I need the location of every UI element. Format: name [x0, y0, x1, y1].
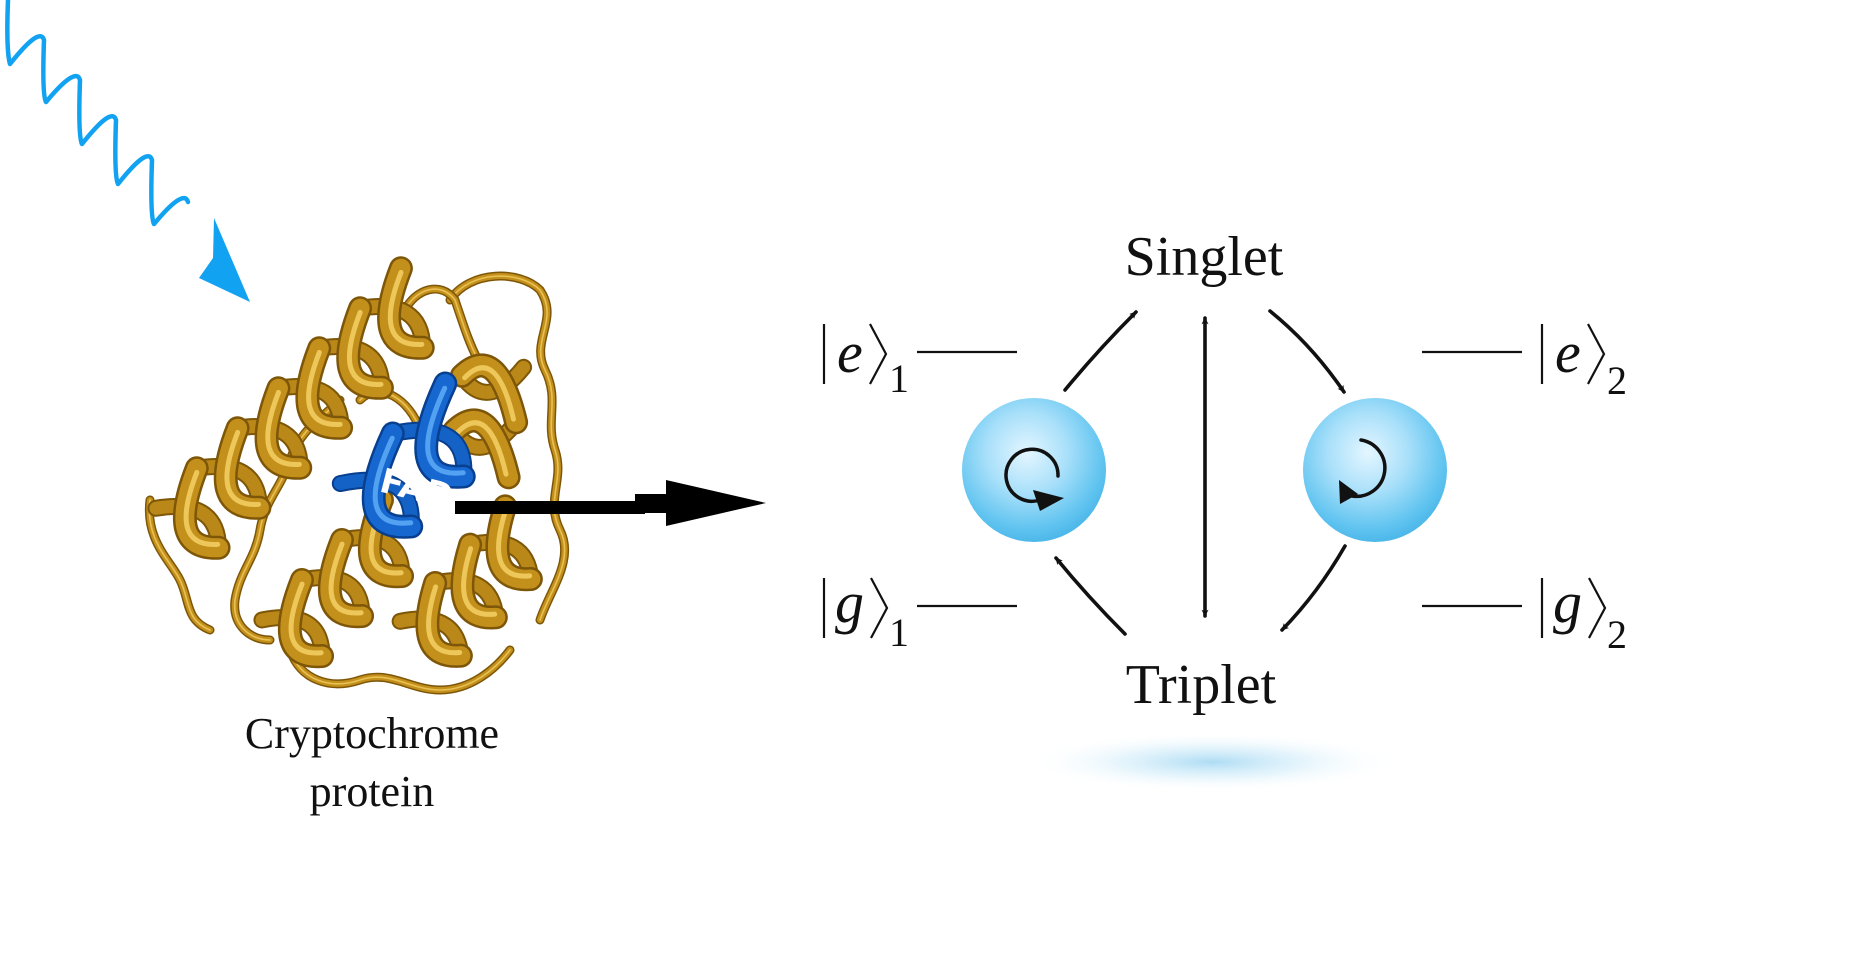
helix-upper-right [442, 353, 533, 490]
fad-helix [331, 371, 476, 539]
helix-highlight [496, 507, 533, 579]
right-arrow-icon [455, 480, 766, 526]
photon-arrowhead [199, 218, 250, 302]
helix-highlight [387, 269, 425, 347]
helix-highlight [462, 365, 517, 422]
loop-tube-highlight [404, 288, 479, 361]
singlet-label: Singlet [1125, 226, 1284, 288]
sphere [1303, 398, 1447, 542]
protein-caption-line1: Cryptochrome [245, 709, 499, 758]
protein-caption-line2: protein [310, 767, 435, 816]
ket-angle [869, 323, 888, 385]
protein-helices [147, 256, 543, 669]
loop-tube-highlight [148, 499, 211, 631]
arrow-triplet-to-left [1054, 556, 1127, 636]
helix-highlight [372, 435, 414, 526]
arrow-singlet-to-right [1268, 309, 1346, 394]
ket-angle [1587, 323, 1606, 385]
helix-highlight [346, 309, 384, 387]
fad-helix-ribbon [331, 371, 476, 539]
spin-counterclockwise-icon [1004, 447, 1064, 511]
sphere [962, 398, 1106, 542]
arrow-shaft [455, 501, 645, 514]
ket-subscript: 2 [1607, 612, 1627, 657]
transition-arrows [1054, 309, 1347, 636]
right-radical-sphere [1303, 398, 1447, 542]
ket-subscript: 2 [1607, 358, 1627, 403]
spin-arc [1004, 447, 1060, 504]
shadow-glow [1027, 732, 1397, 792]
triplet-label: Triplet [1126, 654, 1277, 716]
loop-tube-highlight [233, 399, 341, 641]
helix-lower-middle-frame [253, 487, 415, 669]
helix-highlight [454, 420, 509, 477]
ket-symbol: e [1555, 320, 1581, 385]
ket-symbol: g [1553, 570, 1582, 635]
ket-subscript: 1 [889, 610, 909, 655]
spin-arrowhead [1033, 490, 1064, 511]
arrow-left-to-singlet [1063, 310, 1138, 392]
protein-loops [144, 271, 570, 695]
ket-symbol: g [835, 570, 864, 635]
helix-highlight [426, 584, 463, 656]
helix-highlight [328, 541, 364, 616]
helix-upper-right-frame [442, 353, 533, 490]
helix-highlight [288, 581, 324, 656]
ket-subscript: 1 [889, 356, 909, 401]
photon-wave-arrow-icon [5, 0, 250, 302]
protein-ribbon-icon: FAD [144, 256, 570, 695]
helix-long-left-frame [147, 256, 435, 560]
helix-highlight [461, 546, 498, 617]
spin-arrowhead [1339, 480, 1358, 504]
helix-highlight [306, 349, 343, 427]
helix-highlight [183, 469, 221, 547]
right-level-g: g 2 [1422, 570, 1627, 657]
spin-clockwise-icon [1339, 438, 1387, 504]
left-level-g: g 1 [822, 570, 1017, 655]
helix-lower-right [391, 494, 543, 668]
right-level-e: e 2 [1422, 320, 1627, 403]
photon-wave [5, 0, 191, 227]
loop-tube-highlight [289, 649, 511, 691]
ket-angle [870, 577, 889, 639]
ket-symbol: e [837, 320, 863, 385]
arrow-head [666, 480, 766, 526]
arrow-right-to-triplet [1280, 544, 1347, 632]
loop-tube-highlight [449, 275, 566, 621]
spin-arc [1350, 438, 1387, 499]
fad-helix-ribbon-frame [331, 371, 476, 539]
helix-long-left [147, 256, 435, 560]
left-level-e: e 1 [822, 320, 1017, 401]
helix-lower-right-frame [391, 494, 543, 668]
helix-highlight [224, 429, 262, 507]
helix-highlight [265, 389, 302, 467]
left-radical-sphere [962, 398, 1106, 542]
helix-highlight [425, 385, 466, 476]
helix-lower-middle [253, 487, 415, 669]
ket-angle [1588, 577, 1607, 639]
arrow-shaft-thick [635, 494, 671, 513]
